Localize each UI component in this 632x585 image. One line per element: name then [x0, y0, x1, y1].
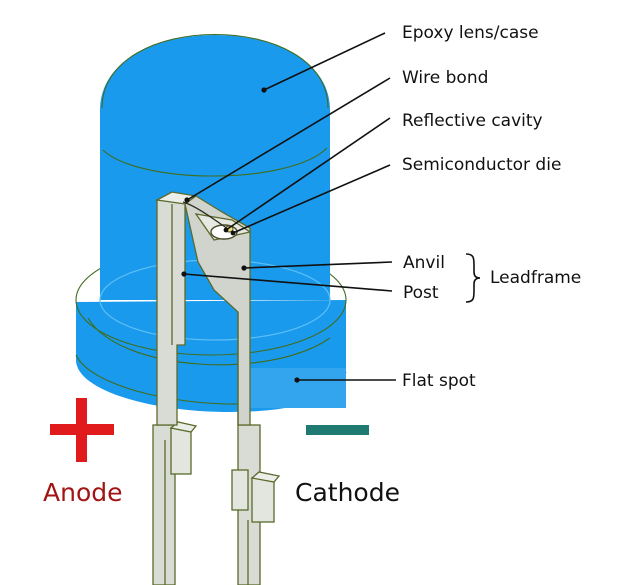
callout-dot-semiconductor-die — [230, 230, 236, 236]
anode-lead-standoff — [170, 427, 192, 475]
wire-bond — [182, 201, 229, 230]
right-brace-icon — [465, 253, 481, 303]
cathode-lead-standoff-top — [250, 471, 281, 483]
polarity: Anode Cathode — [43, 398, 400, 507]
callout-line-post — [183, 273, 393, 292]
callout-dot-wire-bond — [184, 197, 190, 203]
dome-seam — [102, 147, 328, 177]
flat-spot-face — [248, 368, 346, 408]
label-flat-spot: Flat spot — [402, 371, 476, 391]
callout-line-reflective-cavity — [225, 117, 391, 231]
minus-sign-icon — [306, 425, 369, 435]
anode-lead — [152, 421, 198, 585]
label-cathode: Cathode — [295, 478, 400, 507]
label-reflective-cavity: Reflective cavity — [402, 111, 543, 131]
callout-line-wire-bond — [186, 77, 391, 201]
label-post: Post — [403, 283, 439, 303]
labels: Epoxy lens/case Wire bond Reflective cav… — [402, 23, 581, 391]
label-anode: Anode — [43, 478, 123, 507]
callout-dot-epoxy — [261, 87, 267, 93]
callout-dot-anvil — [241, 265, 247, 271]
cathode-lead — [231, 424, 281, 585]
label-semiconductor-die: Semiconductor die — [402, 155, 561, 175]
label-epoxy: Epoxy lens/case — [402, 23, 539, 43]
epoxy-case — [99, 34, 331, 341]
callout-line-anvil — [243, 261, 393, 269]
cathode-lead-kink — [231, 469, 249, 511]
label-leadframe: Leadframe — [490, 268, 581, 288]
callout-line-semiconductor-die — [232, 164, 391, 234]
label-anvil: Anvil — [403, 253, 445, 273]
cathode-lead-standoff — [251, 477, 275, 523]
plus-sign-icon — [50, 398, 114, 462]
leadframe-inner — [154, 191, 252, 426]
callout-dot-reflective-cavity — [223, 227, 229, 233]
dome-outline — [101, 34, 329, 109]
callout-line-epoxy — [263, 32, 386, 91]
callouts — [181, 32, 396, 383]
callout-dot-flat-spot — [294, 377, 300, 383]
callout-dot-post — [181, 271, 187, 277]
plus-vertical-bar — [76, 398, 87, 462]
flange-inner-ring — [87, 317, 331, 366]
label-wire-bond: Wire bond — [402, 68, 488, 88]
